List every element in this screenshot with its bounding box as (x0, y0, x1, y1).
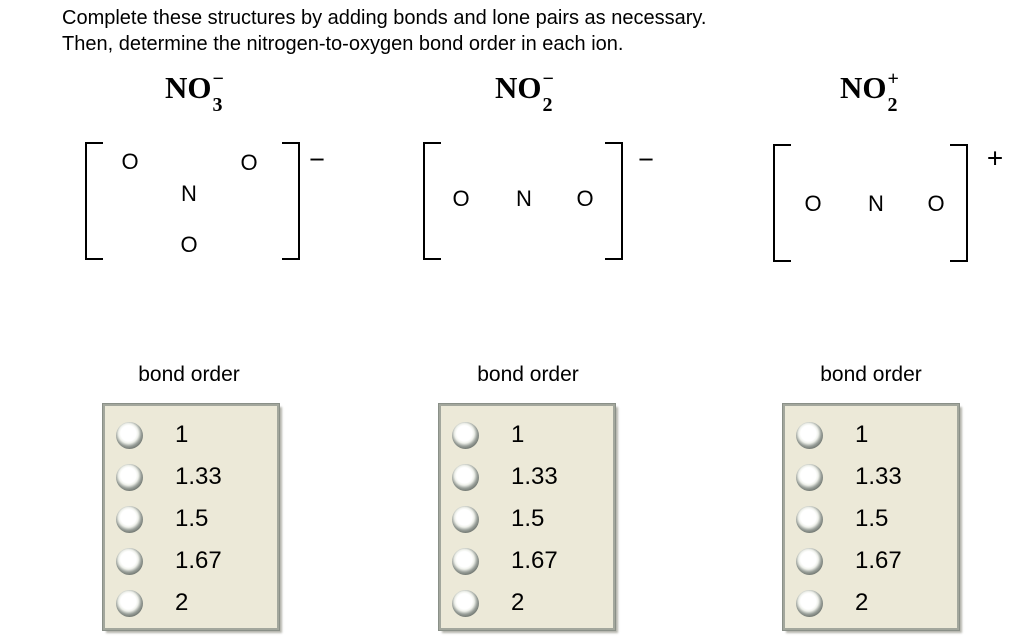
radio-button[interactable] (796, 589, 823, 617)
option-label: 1.67 (855, 547, 902, 574)
formula-base: NO (165, 70, 212, 105)
formula-charge: − (542, 68, 554, 90)
radio-button[interactable] (796, 547, 823, 575)
bond-order-option-row[interactable]: 1.33 (452, 456, 613, 498)
atom-oxygen[interactable]: O (804, 191, 822, 216)
atom-oxygen[interactable]: O (927, 191, 945, 216)
charge-sign: − (309, 144, 325, 175)
bond-order-option-row[interactable]: 1 (452, 414, 613, 456)
radio-button[interactable] (116, 505, 143, 533)
radio-button[interactable] (116, 421, 143, 449)
option-label: 1.33 (511, 463, 558, 490)
bond-order-option-row[interactable]: 2 (796, 582, 957, 624)
instructions: Complete these structures by adding bond… (62, 5, 706, 57)
instructions-line-2: Then, determine the nitrogen-to-oxygen b… (62, 33, 624, 55)
bond-order-option-row[interactable]: 2 (452, 582, 613, 624)
atom-oxygen[interactable]: O (576, 186, 594, 211)
bond-order-group-no2-minus: 1 1.33 1.5 1.67 2 (439, 404, 615, 630)
atom-oxygen[interactable]: O (452, 186, 470, 211)
charge-sign: − (638, 144, 654, 175)
right-bracket (282, 142, 300, 260)
option-label: 1.33 (175, 463, 222, 490)
bond-order-option-row[interactable]: 1.5 (452, 498, 613, 540)
bond-order-label: bond order (477, 363, 579, 386)
option-label: 2 (175, 589, 189, 616)
right-bracket (950, 144, 968, 262)
formula-no3-minus: NO − 3 (165, 68, 224, 116)
instructions-line-1: Complete these structures by adding bond… (62, 7, 707, 29)
formula-no2-minus: NO − 2 (495, 68, 554, 116)
bond-order-option-row[interactable]: 1.33 (796, 456, 957, 498)
bond-order-group-no2-plus: 1 1.33 1.5 1.67 2 (783, 404, 959, 630)
bond-order-option-row[interactable]: 1.67 (452, 540, 613, 582)
option-label: 1.5 (855, 505, 889, 532)
radio-button[interactable] (796, 505, 823, 533)
radio-button[interactable] (452, 421, 479, 449)
formula-sub-sup: + 2 (887, 68, 899, 116)
option-label: 1 (175, 421, 189, 448)
option-label: 1.5 (175, 505, 209, 532)
atom-nitrogen[interactable]: N (181, 181, 197, 206)
bond-order-label: bond order (138, 363, 240, 386)
atom-oxygen[interactable]: O (180, 232, 198, 257)
option-label: 2 (511, 589, 525, 616)
option-label: 1 (855, 421, 869, 448)
option-label: 1.67 (511, 547, 558, 574)
formula-sub-sup: − 3 (212, 68, 224, 116)
radio-button[interactable] (452, 505, 479, 533)
left-bracket (423, 142, 441, 260)
radio-button[interactable] (796, 463, 823, 491)
bond-order-group-no3: 1 1.33 1.5 1.67 2 (103, 404, 279, 630)
radio-button[interactable] (452, 547, 479, 575)
option-label: 1 (511, 421, 525, 448)
radio-button[interactable] (452, 463, 479, 491)
left-bracket (773, 144, 791, 262)
radio-button[interactable] (452, 589, 479, 617)
radio-button[interactable] (116, 463, 143, 491)
option-label: 1.5 (511, 505, 545, 532)
formula-no2-plus: NO + 2 (840, 68, 899, 116)
bond-order-option-row[interactable]: 1.33 (116, 456, 277, 498)
formula-subscript: 2 (887, 94, 898, 116)
atom-oxygen[interactable]: O (121, 149, 139, 174)
atom-oxygen[interactable]: O (240, 150, 258, 175)
formula-base: NO (495, 70, 542, 105)
atom-nitrogen[interactable]: N (516, 186, 532, 211)
formula-subscript: 2 (542, 94, 553, 116)
bond-order-option-row[interactable]: 1.5 (116, 498, 277, 540)
left-bracket (85, 142, 103, 260)
bond-order-option-row[interactable]: 1.67 (796, 540, 957, 582)
right-bracket (605, 142, 623, 260)
bond-order-option-row[interactable]: 1 (796, 414, 957, 456)
formula-subscript: 3 (212, 94, 223, 116)
option-label: 2 (855, 589, 869, 616)
charge-sign: + (986, 142, 1004, 174)
formula-base: NO (840, 70, 887, 105)
radio-button[interactable] (796, 421, 823, 449)
formula-charge: + (887, 68, 899, 90)
formula-charge: − (212, 68, 224, 90)
formula-sub-sup: − 2 (542, 68, 554, 116)
option-label: 1.67 (175, 547, 222, 574)
option-label: 1.33 (855, 463, 902, 490)
bond-order-option-row[interactable]: 1 (116, 414, 277, 456)
bond-order-option-row[interactable]: 2 (116, 582, 277, 624)
radio-button[interactable] (116, 589, 143, 617)
bond-order-option-row[interactable]: 1.67 (116, 540, 277, 582)
bond-order-option-row[interactable]: 1.5 (796, 498, 957, 540)
atom-nitrogen[interactable]: N (868, 191, 884, 216)
bond-order-label: bond order (820, 363, 922, 386)
radio-button[interactable] (116, 547, 143, 575)
